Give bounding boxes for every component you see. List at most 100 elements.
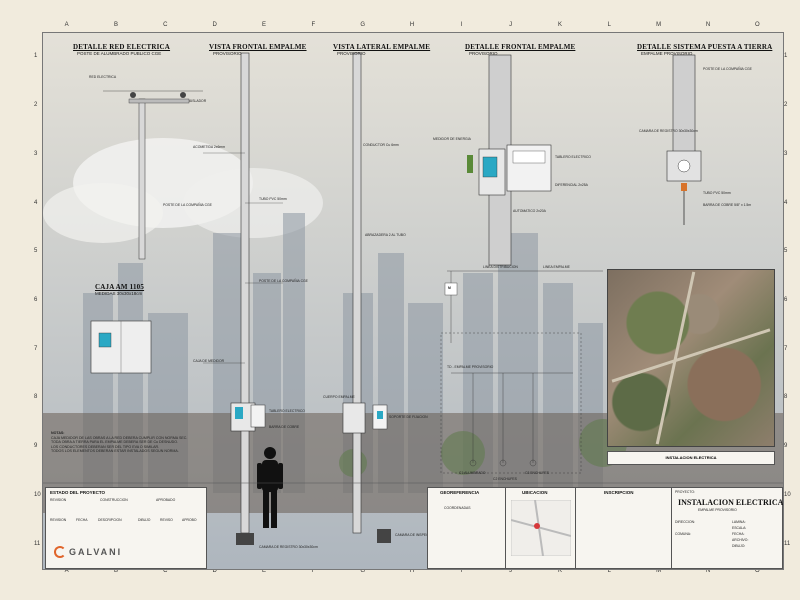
grid-column-label: F — [311, 568, 316, 574]
ubicacion-block: UBICACION — [505, 487, 577, 569]
grid-column-label: N — [705, 22, 711, 28]
grid-column-label: B — [113, 22, 118, 28]
proyecto-title: INSTALACION ELECTRICA — [678, 498, 784, 507]
company-logo: GALVANI — [54, 544, 124, 560]
map-label: INSTALACION ELECTRICA — [607, 451, 775, 465]
note-heading: NOTAS: — [51, 431, 65, 435]
grid-column-label: H — [409, 22, 415, 28]
location-map-icon — [511, 500, 571, 556]
person-silhouette — [257, 447, 283, 528]
grid-row-label: 2 — [34, 102, 38, 109]
label-tablero: TABLERO ELECTRICO — [269, 409, 305, 413]
lamina-label: LAMINA: — [732, 520, 746, 524]
grid-column-label: G — [360, 568, 365, 574]
subtitle-vista-lateral: PROVISORIO — [337, 51, 366, 56]
label-caja-medidor: CAJA DE MEDIDOR — [193, 359, 225, 363]
th-revision: REVISION — [50, 518, 67, 522]
single-line-diagram — [440, 270, 603, 474]
label-poste-tierra: POSTE DE LA COMPAÑIA CGE — [703, 67, 752, 71]
archivo-label: ARCHIVO: — [732, 538, 749, 542]
grid-row-label: 1 — [784, 53, 788, 60]
title-block-left: ESTADO DEL PROYECTO REVISION CONSTRUCCIO… — [45, 487, 207, 569]
subtitle-puesta-tierra: EMPALME PROVISORIO — [641, 51, 693, 56]
grid-row-label: 4 — [784, 199, 788, 206]
inscripcion-block: INSCRIPCION — [575, 487, 673, 569]
title-red-electrica: DETALLE RED ELECTRICA — [73, 43, 171, 51]
grid-row-label: 9 — [34, 443, 38, 450]
label-acometida: ACOMETIDA 2x6mm — [193, 145, 226, 149]
grid-row-label: 5 — [784, 248, 788, 255]
diagram-circuit-2: C2 ENCHUFES — [493, 477, 517, 481]
aerial-map — [607, 269, 775, 447]
frontal-pole — [203, 52, 283, 545]
subtitle-caja-am: MEDIDAS 30x30x18cm — [95, 291, 143, 296]
notes-block: NOTAS: CAJA MEDIDOR DE LAS OBRAS A LA RE… — [51, 431, 211, 454]
title-vista-lateral: VISTA LATERAL EMPALME — [333, 43, 431, 51]
grid-column-label: D — [212, 22, 217, 28]
grid-row-label: 1 — [34, 53, 38, 60]
grid-row-label: 9 — [784, 443, 788, 450]
label-medidor: MEDIDOR DE ENERGIA — [433, 137, 471, 141]
label-diferencial: DIFERENCIAL 2x25A — [555, 183, 588, 187]
grid-column-label: K — [557, 568, 562, 574]
label-camara-tierra: CAMARA DE REGISTRO 30x30x30cm — [639, 129, 698, 133]
grid-column-label: D — [212, 568, 217, 574]
grid-row-label: 6 — [784, 297, 788, 303]
lateral-pole — [342, 52, 391, 543]
direccion-label: DIRECCION: — [675, 520, 695, 524]
label-red-electrica: RED ELECTRICA — [89, 75, 117, 79]
georeferencia-block: GEOREFERENCIA COORDENADAS — [427, 487, 507, 569]
label-abrazadera: ABRAZADERA 2 AL TUBO — [365, 233, 406, 237]
grid-column-label: L — [607, 568, 611, 574]
label-barra: BARRA DE COBRE — [269, 425, 300, 429]
title-detalle-frontal: DETALLE FRONTAL EMPALME — [465, 43, 576, 51]
note-3: LOS CONDUCTORES DEBERAN SER DEL TIPO EVA… — [51, 444, 160, 449]
grid-column-label: E — [261, 22, 266, 28]
grid-row-label: 6 — [34, 297, 38, 303]
label-poste-frontal: POSTE DE LA COMPAÑIA CGE — [259, 279, 308, 283]
drawing-sheet: DETALLE RED ELECTRICA POSTE DE ALUMBRADO… — [42, 32, 784, 570]
grid-row-label: 8 — [784, 394, 788, 401]
red-pole — [103, 90, 203, 260]
grid-column-label: H — [409, 568, 415, 574]
grid-column-label: F — [311, 22, 316, 28]
grid-row-label: 3 — [34, 150, 38, 157]
comuna-label: COMUNA: — [675, 532, 692, 536]
caja-am-1105 — [90, 320, 152, 374]
grid-column-label: B — [113, 568, 118, 574]
label-tubo-tierra: TUBO PVC 50mm — [703, 191, 731, 195]
grid-row-label: 10 — [34, 491, 41, 498]
grid-row-label: 5 — [34, 248, 38, 255]
fecha-label: FECHA: — [732, 532, 745, 536]
label-automatico: AUTOMATICO 2x20A — [513, 209, 546, 213]
label-tablero-detalle: TABLERO ELECTRICO — [555, 155, 591, 159]
grid-row-label: 8 — [34, 394, 38, 401]
th-aprobo: APROBO — [182, 518, 197, 522]
grid-column-label: I — [460, 568, 463, 574]
title-caja-am: CAJA AM 1105 — [95, 283, 145, 291]
grid-column-label: E — [261, 568, 266, 574]
coordenadas-label: COORDENADAS — [444, 506, 471, 510]
grid-row-label: 3 — [784, 150, 788, 157]
diagram-header: TD - EMPALME PROVISORIO — [447, 365, 494, 369]
grid-column-label: G — [360, 22, 365, 28]
georeferencia-title: GEOREFERENCIA — [440, 490, 480, 495]
estado-opt-3: APROBADO — [156, 498, 176, 502]
diagram-linea-empalme: LINEA EMPALME — [543, 265, 570, 269]
escala-label: ESCALA: — [732, 526, 747, 530]
inscripcion-title: INSCRIPCION — [604, 490, 634, 495]
subtitle-red-electrica: POSTE DE ALUMBRADO PUBLICO CGE — [77, 51, 162, 56]
diagram-medidor-box: M — [448, 286, 451, 290]
proyecto-label: PROYECTO: — [675, 490, 695, 494]
th-dibujo: DIBUJO — [138, 518, 151, 522]
ubicacion-title: UBICACION — [522, 490, 548, 495]
grid-column-label: O — [754, 568, 760, 574]
grid-column-label: K — [557, 22, 562, 28]
subtitle-detalle-frontal: PROVISORIO — [469, 51, 498, 56]
grid-column-label: J — [509, 22, 513, 28]
th-fecha: FECHA — [76, 518, 88, 522]
detalle-frontal-pole — [467, 54, 552, 266]
dibujo-label: DIBUJO: — [732, 544, 746, 548]
